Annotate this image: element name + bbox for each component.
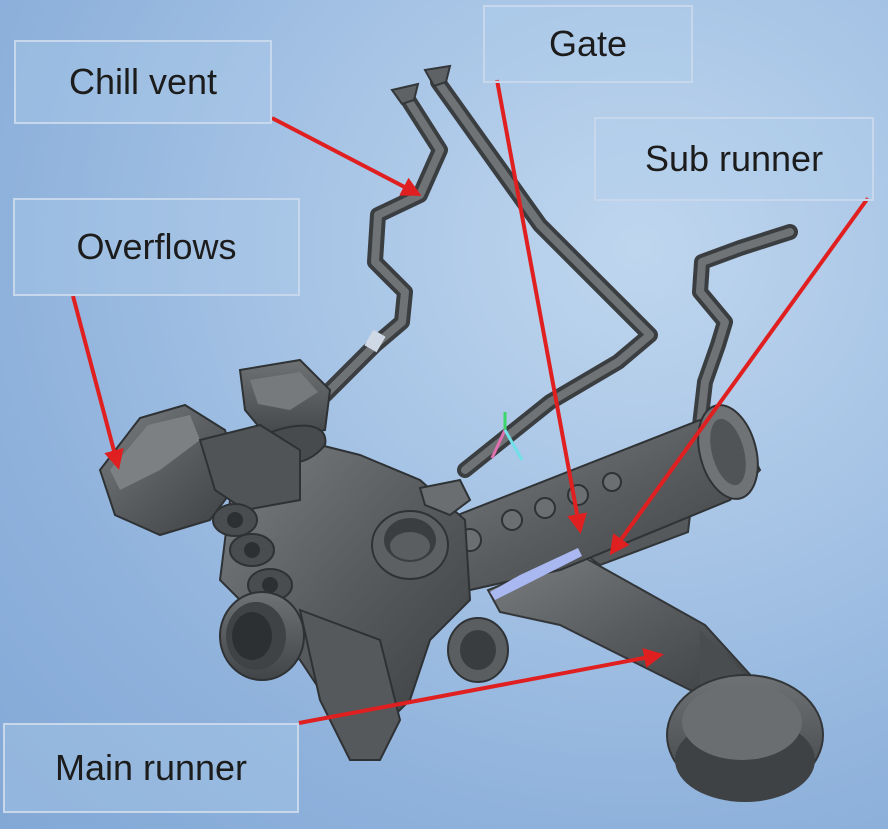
vent-tips (364, 64, 452, 353)
arrow-chill-vent (271, 116, 422, 196)
overflow-block (98, 403, 301, 537)
arrow-overflows (71, 295, 124, 470)
label-main-runner: Main runner (3, 723, 299, 813)
main-runner-shape (486, 553, 824, 802)
arrow-gate (495, 79, 587, 534)
label-overflows: Overflows (13, 198, 300, 296)
lower-pipe (219, 591, 509, 761)
label-sub-runner: Sub runner (594, 117, 874, 201)
label-chill-vent: Chill vent (14, 40, 272, 124)
arrow-sub-runner (609, 196, 870, 556)
axis-marker (490, 412, 524, 461)
gate-highlight (490, 548, 582, 600)
casting-main-body (218, 358, 472, 732)
arrow-main-runner (298, 648, 664, 725)
pointer-arrows (71, 79, 870, 725)
label-gate: Gate (483, 5, 693, 83)
left-ports (212, 503, 293, 602)
